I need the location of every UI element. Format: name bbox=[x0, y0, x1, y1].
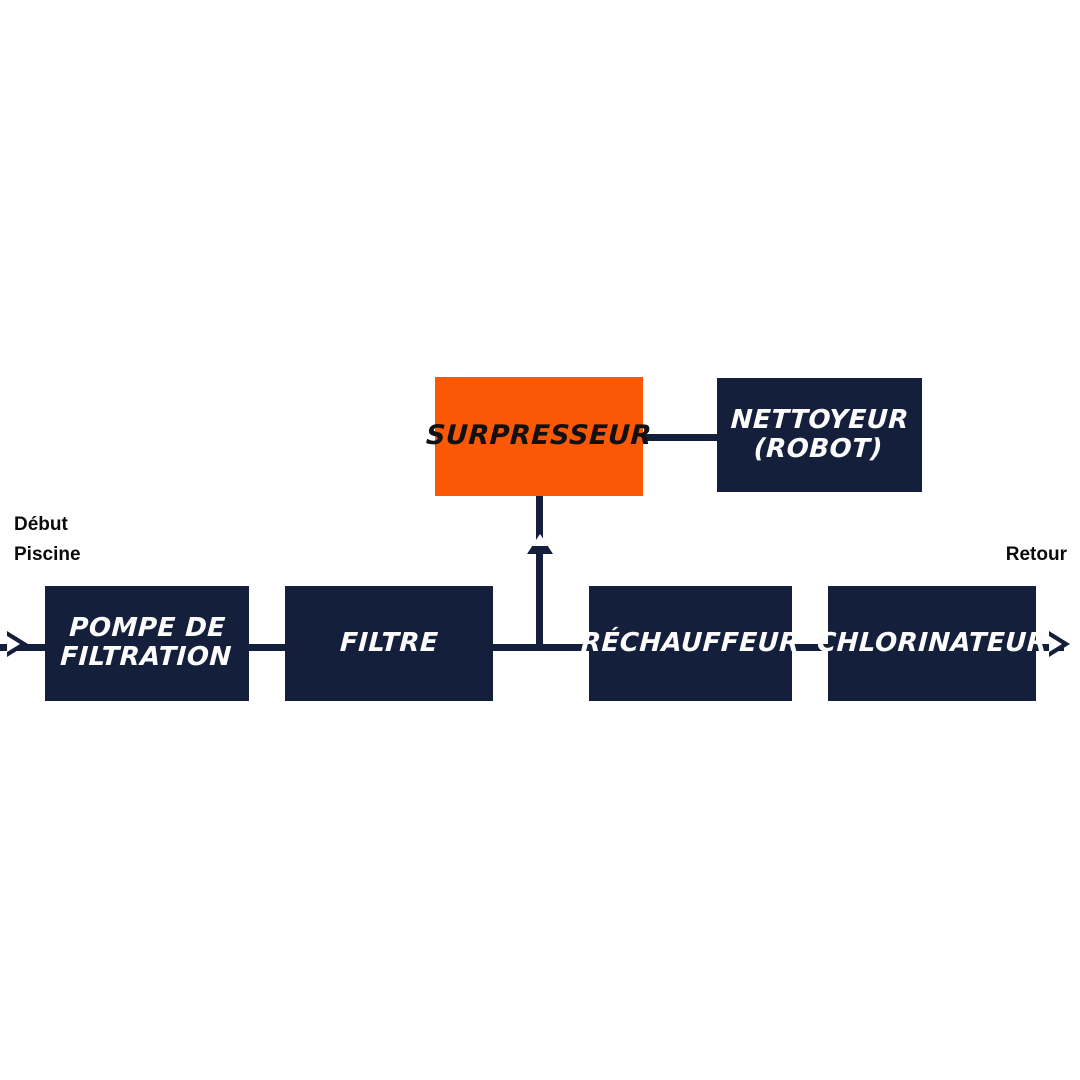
arrow-head-entry bbox=[7, 631, 28, 657]
arrow-head-surpresseur bbox=[527, 534, 553, 554]
node-pompe-de-filtration[interactable]: POMPE DE FILTRATION bbox=[45, 586, 249, 701]
node-label: CHLORINATEUR bbox=[816, 627, 1048, 658]
caption-retour: Retour bbox=[1005, 544, 1067, 565]
arrow-head-exit bbox=[1049, 631, 1070, 657]
node-label: FILTRE bbox=[339, 627, 439, 658]
node-nettoyeur-robot[interactable]: NETTOYEUR (ROBOT) bbox=[717, 378, 922, 492]
flow-line-rechauffeur-chlorinateur bbox=[790, 644, 830, 651]
node-label: POMPE DE FILTRATION bbox=[59, 613, 233, 673]
node-surpresseur[interactable]: SURPRESSEUR bbox=[425, 377, 653, 496]
node-filtre[interactable]: FILTRE bbox=[285, 586, 493, 701]
flow-line-pompe-filtre bbox=[249, 644, 287, 651]
flow-line-surpresseur-nettoyeur bbox=[641, 434, 719, 441]
node-rechauffeur[interactable]: RÉCHAUFFEUR bbox=[580, 586, 801, 701]
node-label: RÉCHAUFFEUR bbox=[580, 627, 801, 658]
node-label: SURPRESSEUR bbox=[425, 420, 653, 452]
caption-debut-piscine: Début Piscine bbox=[14, 514, 81, 566]
node-label: NETTOYEUR (ROBOT) bbox=[730, 404, 911, 464]
node-chlorinateur[interactable]: CHLORINATEUR bbox=[816, 586, 1048, 701]
branch-line-surpresseur bbox=[536, 494, 543, 648]
